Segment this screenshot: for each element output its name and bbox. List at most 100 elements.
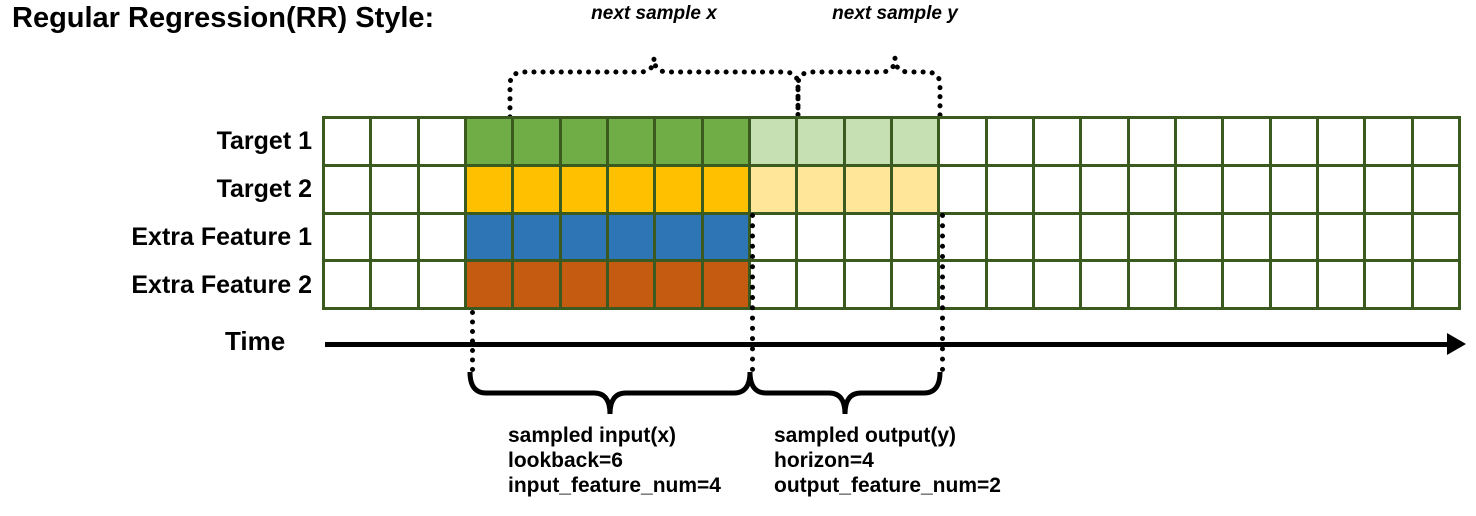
annotation-sampled-input: sampled input(x) lookback=6 input_featur… (508, 423, 721, 498)
annotation-next-sample-y: next sample y (832, 3, 958, 24)
grid-cell (372, 166, 417, 212)
grid-cell (703, 166, 748, 212)
grid-cell (608, 119, 654, 164)
dotted-brace-x (507, 57, 801, 120)
grid-cell (325, 214, 370, 260)
grid-cell (656, 214, 701, 260)
grid-cell (325, 166, 370, 212)
grid-cell (1082, 119, 1127, 164)
grid-cell (561, 262, 606, 307)
grid-cell (1271, 262, 1316, 307)
grid-cell (1129, 166, 1174, 212)
dotted-brace-y (795, 57, 943, 120)
grid-cell (656, 262, 701, 307)
sampled-input-line-3: input_feature_num=4 (508, 474, 721, 497)
timeline-grid (322, 116, 1461, 310)
grid-cell (1318, 119, 1364, 164)
grid-cell (750, 119, 796, 164)
time-axis-line (325, 342, 1455, 347)
grid-cell (1366, 262, 1411, 307)
grid-cell (466, 262, 512, 307)
grid-cell (1034, 214, 1080, 260)
grid-cell (514, 119, 559, 164)
grid-cell (372, 119, 417, 164)
sampled-output-line-1: sampled output(y) (774, 424, 956, 447)
row-label-target-2: Target 2 (216, 175, 312, 203)
grid-cell (514, 166, 559, 212)
grid-cell (608, 262, 654, 307)
grid-cell (798, 214, 843, 260)
row-label-extra-feature-2: Extra Feature 2 (131, 271, 312, 299)
grid-cell (940, 262, 985, 307)
grid-cell (1082, 214, 1127, 260)
grid-cell (750, 214, 796, 260)
grid-cell (1224, 262, 1269, 307)
grid-cell (798, 166, 843, 212)
sampled-output-line-2: horizon=4 (774, 449, 874, 472)
time-axis-arrow-icon (1447, 333, 1466, 355)
grid-cell (514, 262, 559, 307)
grid-cell (845, 214, 890, 260)
sampled-output-line-3: output_feature_num=2 (774, 474, 1001, 497)
grid-cell (325, 119, 370, 164)
grid-cell (1082, 262, 1127, 307)
row-label-extra-feature-1: Extra Feature 1 (131, 223, 312, 251)
grid-cell (1413, 119, 1458, 164)
grid-cell (1271, 214, 1316, 260)
grid-cell (419, 166, 464, 212)
grid-cell (656, 166, 701, 212)
guide-line-input-start (470, 310, 475, 372)
guide-line-output-end (940, 213, 945, 372)
grid-cell (940, 119, 985, 164)
grid-cell (892, 166, 938, 212)
time-axis-label: Time (225, 326, 286, 356)
grid-cell (419, 214, 464, 260)
grid-cell (466, 119, 512, 164)
grid-cell (1366, 119, 1411, 164)
grid-cell (798, 262, 843, 307)
grid-cell (1318, 166, 1364, 212)
grid-cell (987, 262, 1032, 307)
annotation-next-sample-x: next sample x (591, 3, 717, 24)
page-title: Regular Regression(RR) Style: (12, 2, 435, 34)
grid-cell (466, 214, 512, 260)
grid-cell (1129, 119, 1174, 164)
grid-cell (1224, 119, 1269, 164)
grid-cell (1129, 214, 1174, 260)
grid-cell (1224, 166, 1269, 212)
solid-brace-output (747, 371, 943, 415)
grid-cell (798, 119, 843, 164)
grid-cell (1176, 119, 1222, 164)
grid-cell (940, 166, 985, 212)
grid-cell (1271, 119, 1316, 164)
grid-cell (1129, 262, 1174, 307)
grid-cell (1413, 166, 1458, 212)
grid-cell (1224, 214, 1269, 260)
grid-cell (372, 214, 417, 260)
grid-cell (608, 166, 654, 212)
grid-cell (656, 119, 701, 164)
grid-cell (561, 214, 606, 260)
annotation-sampled-output: sampled output(y) horizon=4 output_featu… (774, 423, 1001, 498)
guide-line-split (750, 213, 755, 372)
grid-cell (1176, 262, 1222, 307)
grid-cell (892, 119, 938, 164)
grid-cell (1271, 166, 1316, 212)
grid-cell (987, 166, 1032, 212)
grid-cell (987, 214, 1032, 260)
grid-cell (703, 214, 748, 260)
grid-cell (892, 214, 938, 260)
grid-cell (845, 166, 890, 212)
grid-cell (1034, 166, 1080, 212)
grid-cell (1366, 214, 1411, 260)
grid-cell (1413, 262, 1458, 307)
grid-cell (419, 262, 464, 307)
grid-cell (466, 166, 512, 212)
grid-cell (1318, 262, 1364, 307)
grid-cell (372, 262, 417, 307)
grid-cell (1082, 166, 1127, 212)
grid-cell (703, 262, 748, 307)
